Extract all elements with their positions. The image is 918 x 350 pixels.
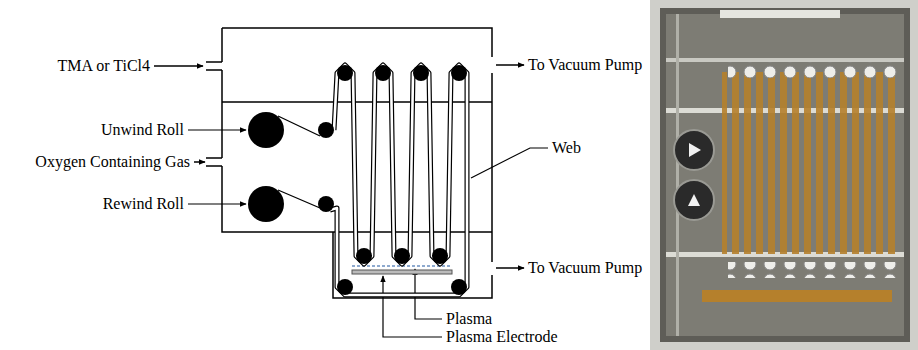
chamber-photo bbox=[674, 130, 714, 170]
leader-line bbox=[188, 203, 246, 204]
roller bbox=[394, 248, 410, 264]
gas-inlet bbox=[206, 62, 222, 70]
web bbox=[278, 65, 467, 295]
chamber-outline bbox=[222, 28, 492, 298]
roller bbox=[432, 248, 448, 264]
roller bbox=[451, 279, 467, 295]
chamber-photo bbox=[720, 10, 840, 18]
roller bbox=[248, 112, 284, 148]
outlet-label: To Vacuum Pump bbox=[528, 259, 642, 277]
leader-line bbox=[188, 129, 246, 130]
flow-arrow bbox=[194, 161, 205, 163]
roller bbox=[413, 65, 429, 81]
roller bbox=[318, 122, 334, 138]
leader-line bbox=[471, 148, 548, 178]
leader-line bbox=[188, 130, 548, 337]
chamber-photo bbox=[660, 8, 910, 342]
chamber-photo bbox=[689, 143, 701, 157]
part-label: Web bbox=[552, 139, 581, 157]
chamber-photo bbox=[688, 194, 700, 206]
chamber-photo bbox=[666, 14, 904, 336]
leader-line bbox=[383, 276, 442, 337]
flow-arrow bbox=[154, 65, 203, 67]
chamber-outline bbox=[222, 28, 492, 298]
part-label: Plasma Electrode bbox=[446, 328, 558, 346]
flow-arrow bbox=[496, 64, 524, 66]
part-label: Plasma bbox=[446, 310, 492, 328]
gas-inlet-label: TMA or TiCl4 bbox=[58, 57, 150, 75]
chamber-photo bbox=[728, 62, 900, 78]
plasma-electrode bbox=[352, 266, 452, 274]
chamber-photo bbox=[702, 290, 892, 302]
flow-arrow bbox=[496, 267, 524, 269]
roller bbox=[451, 65, 467, 81]
chamber-photo bbox=[666, 58, 904, 62]
plasma-electrode bbox=[352, 270, 452, 274]
roller bbox=[356, 248, 372, 264]
roller bbox=[337, 279, 353, 295]
part-label: Unwind Roll bbox=[101, 121, 184, 139]
gas-inlet-label: Oxygen Containing Gas bbox=[35, 153, 190, 171]
chamber-photo bbox=[650, 0, 918, 350]
chamber-photo bbox=[674, 180, 714, 220]
roller bbox=[375, 65, 391, 81]
chamber-photo bbox=[676, 14, 679, 336]
roller bbox=[337, 65, 353, 81]
roller bbox=[248, 65, 467, 295]
outlet-label: To Vacuum Pump bbox=[528, 56, 642, 74]
web bbox=[330, 65, 467, 295]
gas-inlet bbox=[206, 158, 222, 166]
chamber-photo bbox=[728, 262, 900, 278]
roller bbox=[248, 186, 284, 222]
chamber-photo bbox=[722, 72, 900, 254]
chamber-photo bbox=[650, 0, 918, 350]
part-label: Rewind Roll bbox=[103, 195, 184, 213]
gas-inlet bbox=[206, 62, 222, 166]
web bbox=[278, 116, 320, 208]
web bbox=[330, 65, 467, 295]
roller bbox=[318, 196, 334, 212]
